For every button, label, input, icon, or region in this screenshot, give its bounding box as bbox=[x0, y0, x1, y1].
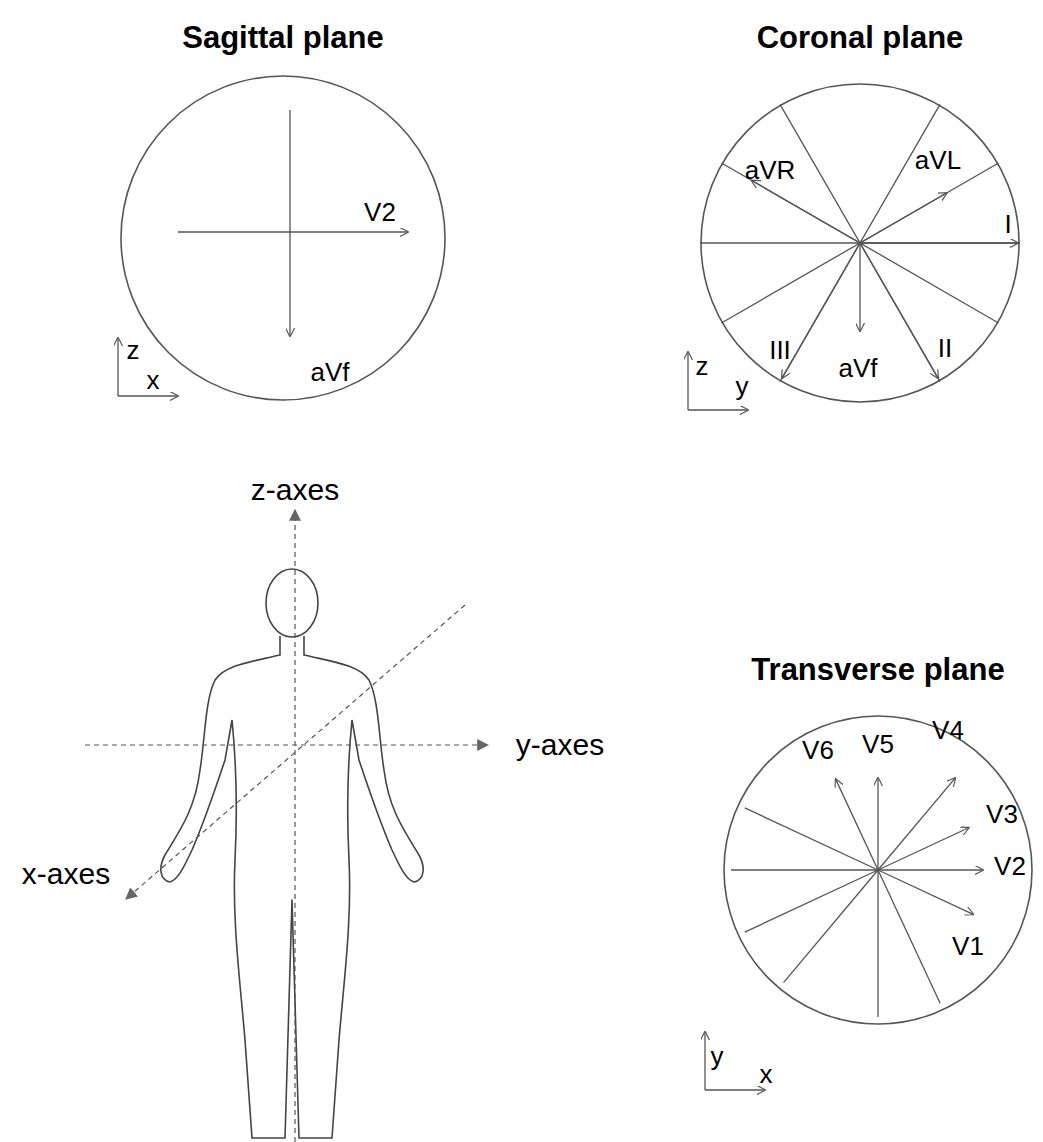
lead-vector bbox=[289, 110, 290, 336]
lead-label: aVL bbox=[915, 147, 961, 173]
axis-letter: y bbox=[711, 1043, 724, 1069]
plane-title: Transverse plane bbox=[751, 652, 1004, 688]
lead-label: V2 bbox=[364, 199, 396, 225]
axis-arrow bbox=[705, 1089, 765, 1090]
axis-letter: x bbox=[760, 1061, 773, 1087]
lead-label: II bbox=[938, 335, 952, 361]
lead-label: aVf bbox=[838, 355, 877, 381]
lead-vector bbox=[878, 870, 973, 914]
lead-label: V3 bbox=[986, 801, 1018, 827]
body-head bbox=[266, 569, 318, 637]
axis-name: y-axes bbox=[516, 730, 604, 760]
body-outline bbox=[161, 636, 423, 1138]
lead-vector bbox=[878, 778, 955, 870]
lead-vector bbox=[878, 828, 969, 870]
axis-letter: z bbox=[127, 337, 140, 363]
axis-arrow bbox=[687, 352, 688, 410]
axis-name: z-axes bbox=[251, 475, 339, 505]
lead-vector bbox=[878, 869, 983, 870]
axis-arrow bbox=[118, 395, 178, 396]
reference-line bbox=[745, 808, 878, 870]
lead-vector bbox=[860, 193, 947, 243]
circle-outline bbox=[120, 75, 446, 401]
lead-vector bbox=[860, 242, 1018, 243]
lead-label: aVR bbox=[745, 157, 796, 183]
body-axis bbox=[85, 744, 488, 745]
plane-title: Coronal plane bbox=[757, 20, 964, 56]
body-axis bbox=[294, 510, 295, 1142]
reference-line bbox=[878, 870, 940, 1003]
plane-title: Sagittal plane bbox=[182, 20, 384, 56]
reference-line bbox=[784, 870, 878, 983]
axis-arrow bbox=[117, 338, 118, 396]
axis-name: x-axes bbox=[22, 859, 110, 889]
lead-label: V6 bbox=[802, 737, 834, 763]
axis-letter: z bbox=[696, 353, 709, 379]
lead-label: V2 bbox=[994, 853, 1026, 879]
reference-line bbox=[745, 870, 878, 932]
lead-vector bbox=[859, 243, 860, 331]
reference-line bbox=[877, 870, 878, 1017]
reference-line bbox=[731, 869, 878, 870]
lead-label: V5 bbox=[862, 731, 894, 757]
lead-vector bbox=[752, 181, 860, 244]
plane-circle: Sagittal plane bbox=[120, 75, 446, 401]
lead-vector bbox=[836, 779, 878, 870]
lead-label: V1 bbox=[952, 933, 984, 959]
lead-label: aVf bbox=[310, 359, 349, 385]
lead-vector bbox=[178, 231, 408, 232]
body-axis bbox=[126, 605, 465, 899]
circle-outline bbox=[723, 715, 1033, 1025]
lead-label: V4 bbox=[932, 717, 964, 743]
lead-vector bbox=[877, 778, 878, 870]
axis-arrow bbox=[704, 1032, 705, 1090]
axis-letter: y bbox=[736, 373, 749, 399]
plane-circle: Transverse plane bbox=[723, 715, 1033, 1025]
lead-label: I bbox=[1004, 211, 1011, 237]
axis-arrow bbox=[688, 409, 748, 410]
axis-letter: x bbox=[147, 367, 160, 393]
lead-label: III bbox=[769, 337, 791, 363]
